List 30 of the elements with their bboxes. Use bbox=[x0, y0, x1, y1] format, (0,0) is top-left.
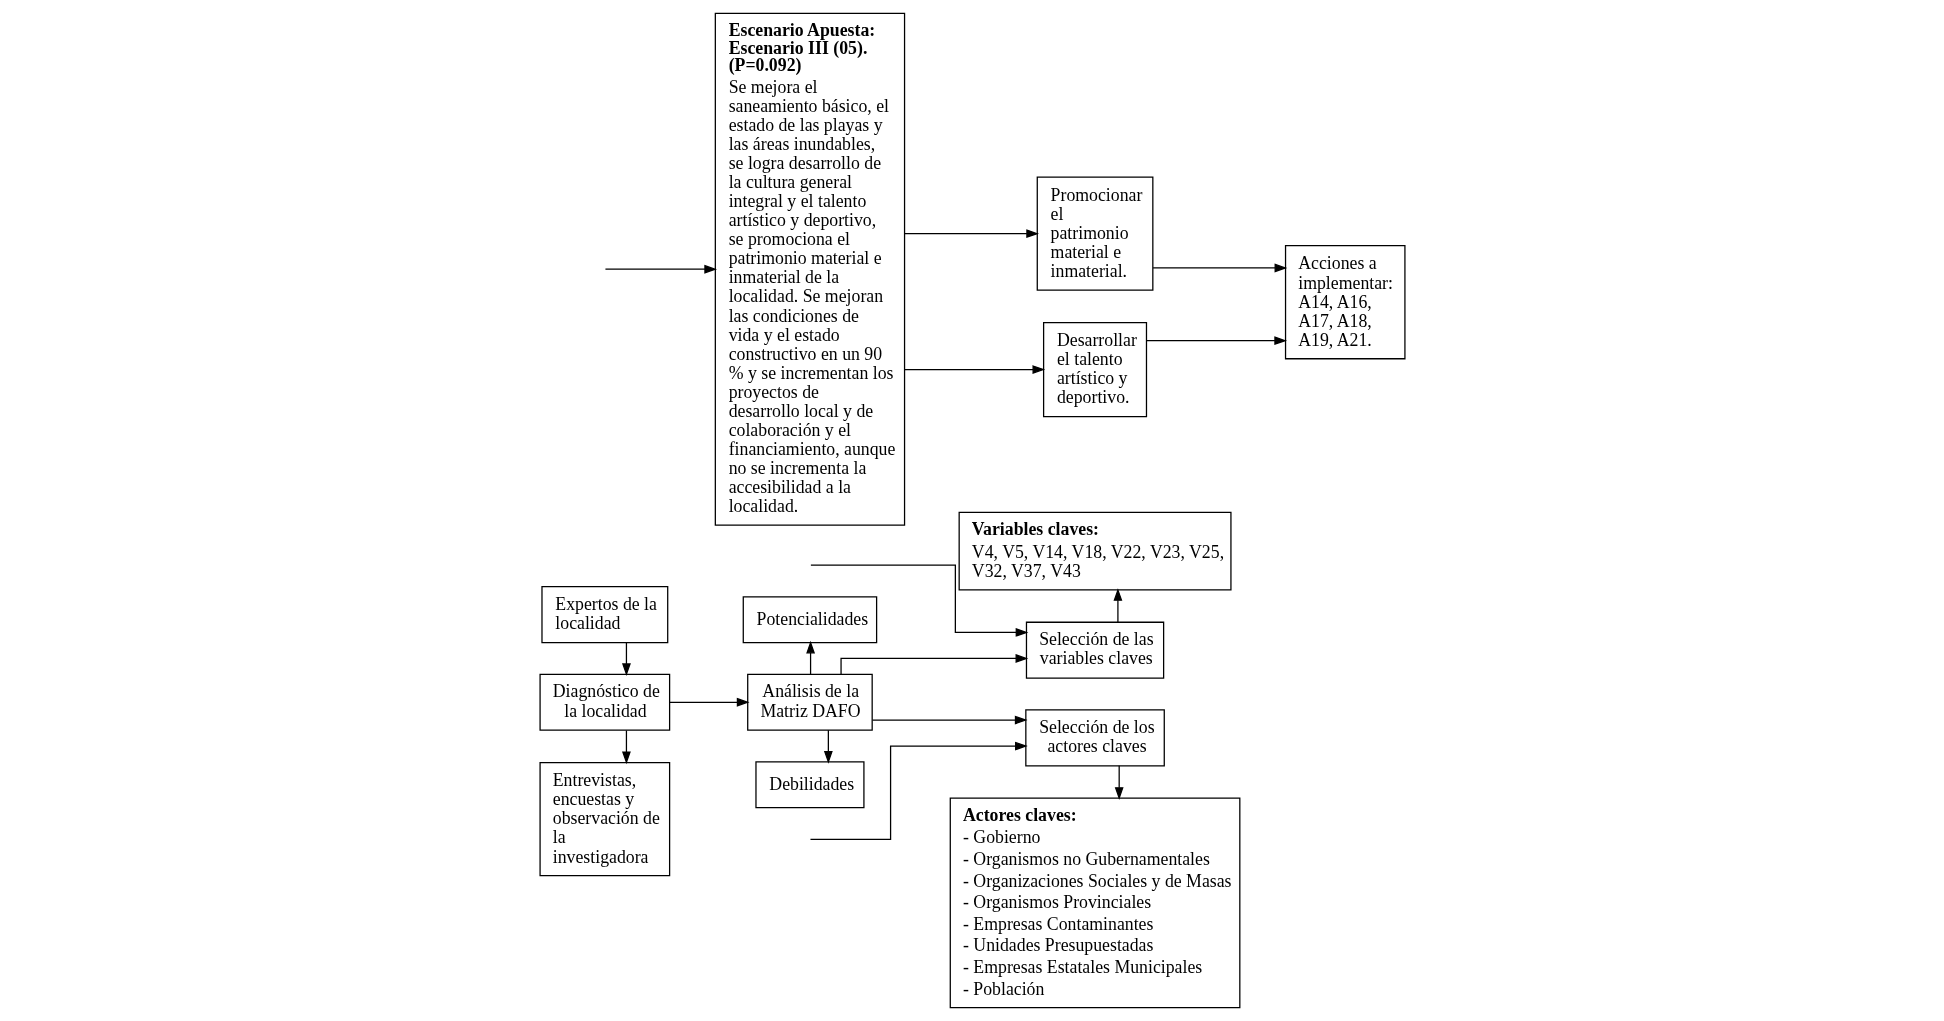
arrow bbox=[1145, 336, 1287, 346]
arrow bbox=[839, 654, 1028, 675]
node-box: Escenario Apuesta: Escenario III (05). (P=0.092) Se mejora el saneamiento básico, el estado de las playas y las áreas inundables, se logra desarrollo de la cultura general integral y el talento artístico y deportivo, se promociona el patrimonio material e inmaterial de la localidad. Se mejoran las condiciones de vida y el estado constructivo en un 90 % y se incrementan los proyectos de desarrollo local y de colaboración y el financiamiento, aunque no se incrementa la accesibilidad a la localidad. bbox=[714, 12, 905, 526]
arrow bbox=[871, 715, 1028, 725]
arrow bbox=[668, 697, 749, 707]
node-box: Acciones a implementar: A14, A16, A17, A18, A19, A21. bbox=[1284, 245, 1406, 360]
node-box: Variables claves: V4, V5, V14, V18, V22, V23, V25, V32, V37, V43 bbox=[958, 511, 1232, 591]
node-box: Selección de las variables claves bbox=[1025, 621, 1164, 679]
node-box: Diagnóstico de la localidad bbox=[538, 673, 670, 731]
node-box: Entrevistas, encuestas y observación de la investigadora bbox=[538, 761, 670, 877]
arrow bbox=[1151, 263, 1287, 273]
node-box: Promocionar el patrimonio material e inmaterial. bbox=[1036, 176, 1153, 291]
node-box: Selección de los actores claves bbox=[1024, 709, 1165, 767]
arrow bbox=[805, 640, 815, 675]
node-box: Desarrollar el talento artístico y deportivo. bbox=[1042, 321, 1147, 418]
arrow bbox=[809, 564, 1028, 637]
node-box: Actores claves: - Gobierno - Organismos no Gubernamentales - Organizaciones Sociales y de Masas - Organismos Provinciales - Empresas Contaminantes - Unidades Presupuestadas - Empresas Estatales Municipales - Población bbox=[949, 797, 1240, 1009]
arrow bbox=[1112, 588, 1122, 623]
arrow bbox=[621, 729, 631, 765]
arrow bbox=[809, 741, 1028, 841]
arrow bbox=[1114, 765, 1124, 800]
node-box: Debilidades bbox=[754, 761, 865, 809]
arrow bbox=[604, 264, 717, 274]
node-box: Análisis de la Matriz DAFO bbox=[746, 673, 873, 731]
arrow bbox=[823, 729, 833, 764]
arrow bbox=[903, 365, 1045, 374]
arrow bbox=[903, 229, 1039, 239]
node-box: Potencialidades bbox=[742, 596, 877, 644]
arrow bbox=[621, 642, 631, 677]
node-box: Expertos de la localidad bbox=[540, 586, 668, 644]
